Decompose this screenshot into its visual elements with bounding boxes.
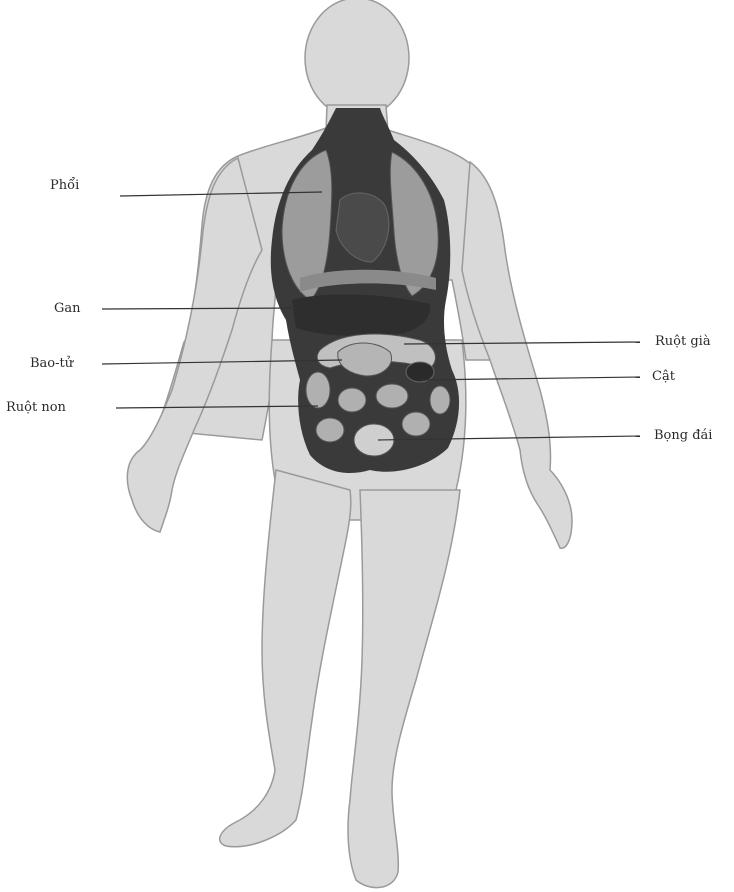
label-stomach: Bao-tử (30, 356, 73, 372)
liver (292, 294, 430, 336)
label-lungs: Phổi (50, 178, 79, 194)
label-small-intestine: Ruột non (6, 400, 66, 416)
label-liver: Gan (54, 301, 81, 317)
left-leg (220, 470, 351, 847)
head (305, 0, 409, 118)
label-kidney: Cật (652, 369, 675, 385)
label-bladder: Bọng đái (654, 428, 712, 444)
label-large-intestine: Ruột già (655, 334, 711, 350)
right-leg (348, 490, 460, 888)
kidney (406, 362, 434, 382)
